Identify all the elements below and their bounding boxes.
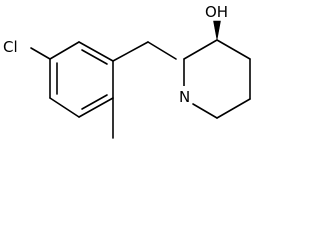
ring-bond (216, 39, 251, 60)
chloro-bond (30, 47, 51, 60)
chlorine-label: Cl (3, 38, 18, 56)
benzyl-n-bond (147, 41, 177, 60)
ring-bond (78, 97, 114, 118)
ring-bond (49, 97, 80, 118)
stereo-wedge-bond (213, 20, 221, 41)
ring-bond (49, 41, 80, 60)
ring-bond (192, 103, 218, 119)
ring-bond (216, 98, 251, 119)
chemical-structure: Cl N OH (3, 3, 251, 139)
benzene-ring (49, 41, 114, 118)
nitrogen-label: N (179, 88, 190, 106)
hydroxyl-label: OH (205, 3, 228, 21)
ring-bond (78, 41, 114, 62)
ring-double-bond (81, 94, 108, 110)
ring-bond (183, 39, 218, 60)
ring-double-bond (81, 49, 108, 65)
benzyl-bond (112, 41, 149, 62)
piperidine-ring (183, 39, 251, 119)
